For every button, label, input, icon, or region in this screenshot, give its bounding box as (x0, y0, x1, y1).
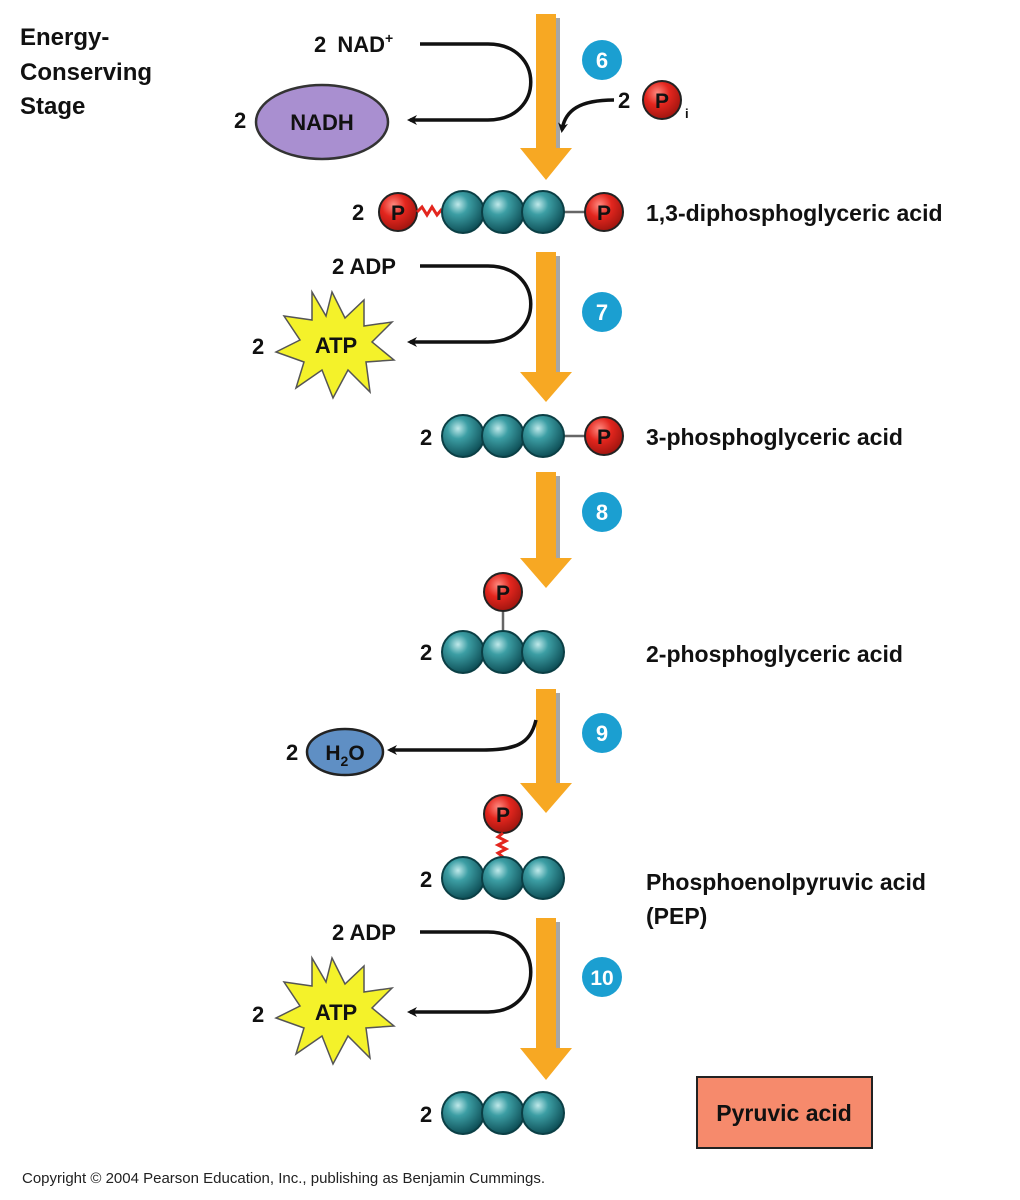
molecule-name: (PEP) (646, 903, 707, 929)
inorganic-phosphate-input: 2 P i (618, 80, 689, 121)
high-energy-bond (494, 831, 510, 859)
step-7-badge: 7 (582, 292, 622, 332)
carbon-ball (481, 1091, 525, 1135)
carbon-ball (521, 190, 565, 234)
nad-reduction-arrow (407, 42, 533, 125)
stage-title-line: Conserving (20, 59, 152, 86)
step-9-badge: 9 (582, 713, 622, 753)
water-ellipse (305, 727, 385, 777)
main-arrow-step-6 (520, 14, 572, 180)
step-8-badge: 8 (582, 492, 622, 532)
main-arrow-step-8 (520, 472, 572, 588)
water-coefficient: 2 (286, 740, 298, 765)
molecule-pyruvic-acid: 2 Pyruvic acid (420, 1076, 873, 1149)
main-arrow-step-10 (520, 918, 572, 1080)
atp-coefficient: 2 (252, 1002, 264, 1027)
phosphate-input-arrow (558, 98, 615, 133)
molecule-2-phosphoglyceric-acid: 2 P 2-phosphoglyceric acid (420, 572, 903, 674)
copyright-notice: Copyright © 2004 Pearson Education, Inc.… (22, 1170, 545, 1187)
phosphate-symbol: P (597, 426, 611, 449)
main-arrow-step-9 (520, 689, 572, 813)
atp-synthesis-arrow (407, 930, 533, 1017)
carbon-ball (441, 414, 485, 458)
nadh-output: 2 NADH (234, 83, 390, 161)
main-arrow-step-7 (520, 252, 572, 402)
carbon-ball (481, 630, 525, 674)
carbon-ball (441, 1091, 485, 1135)
pi-coefficient: 2 (618, 88, 630, 113)
molecule-3-phosphoglyceric-acid: 2 P 3-phosphoglyceric acid (420, 414, 903, 458)
high-energy-bond (415, 204, 444, 218)
carbon-ball (521, 1091, 565, 1135)
nadh-label: NADH (290, 110, 354, 135)
molecule-name: 2-phosphoglyceric acid (646, 641, 903, 667)
step-10-badge: 10 (582, 957, 622, 997)
carbon-ball (521, 630, 565, 674)
molecule-name: 1,3-diphosphoglyceric acid (646, 200, 943, 226)
atp-starburst (274, 289, 396, 400)
step-number: 9 (596, 721, 608, 746)
molecule-coefficient: 2 (420, 867, 432, 892)
phosphate-circle (584, 416, 624, 456)
step-6-badge: 6 (582, 40, 622, 80)
phosphate-circle (584, 192, 624, 232)
carbon-ball (481, 190, 525, 234)
water-h: H (325, 742, 340, 765)
atp-coefficient: 2 (252, 334, 264, 359)
stage-title-line: Energy- (20, 24, 109, 51)
atp-label: ATP (315, 1000, 357, 1025)
atp-synthesis-arrow (407, 264, 533, 347)
nadh-coefficient: 2 (234, 108, 246, 133)
atp-output: 2 ATP (252, 289, 396, 400)
adp-input-label: 2 ADP (332, 254, 396, 279)
phosphate-symbol: P (597, 202, 611, 225)
water-o: O (348, 742, 364, 765)
carbon-ball (441, 630, 485, 674)
atp-label: ATP (315, 333, 357, 358)
phosphate-circle (483, 572, 523, 612)
carbon-ball (441, 190, 485, 234)
molecule-1-3-diphosphoglyceric-acid: 2 P P 1,3-diphosphoglyceric acid (352, 190, 943, 234)
phosphate-circle (642, 80, 682, 120)
svg-text:H2O: H2O (325, 742, 364, 769)
pyruvic-acid-box (696, 1076, 873, 1149)
atp-starburst (274, 955, 396, 1066)
nad-superscript: + (385, 30, 393, 46)
pi-subscript: i (685, 106, 689, 121)
carbon-ball (481, 856, 525, 900)
step-number: 8 (596, 500, 608, 525)
water-release-arrow (387, 719, 538, 755)
phosphate-symbol: P (496, 582, 510, 605)
step-number: 10 (590, 967, 613, 990)
molecule-coefficient: 2 (420, 640, 432, 665)
molecule-name: 3-phosphoglyceric acid (646, 424, 903, 450)
carbon-ball (481, 414, 525, 458)
molecule-coefficient: 2 (420, 425, 432, 450)
step-number: 6 (596, 48, 608, 73)
phosphate-symbol: P (655, 90, 669, 113)
molecule-name: Phosphoenolpyruvic acid (646, 869, 926, 895)
step-number: 7 (596, 300, 608, 325)
nad-label: NAD (337, 32, 385, 57)
molecule-coefficient: 2 (420, 1102, 432, 1127)
molecule-phosphoenolpyruvic-acid: 2 P Phosphoenolpyruvic acid (PEP) (420, 794, 926, 929)
stage-title: Energy- Conserving Stage (20, 24, 152, 120)
phosphate-symbol: P (496, 804, 510, 827)
adp-input-label: 2 ADP (332, 920, 396, 945)
carbon-ball (521, 856, 565, 900)
water-subscript: 2 (341, 753, 349, 769)
water-output: 2 H2O (286, 727, 385, 777)
nadh-ellipse (254, 83, 390, 161)
nad-coefficient: 2 (314, 32, 326, 57)
atp-output: 2 ATP (252, 955, 396, 1066)
phosphate-symbol: P (391, 202, 405, 225)
nad-input: 2 NAD+ (314, 30, 393, 57)
svg-text:2 NAD+: 2 NAD+ (314, 30, 393, 57)
carbon-ball (441, 856, 485, 900)
molecule-name: Pyruvic acid (716, 1100, 852, 1126)
molecule-coefficient: 2 (352, 200, 364, 225)
stage-title-line: Stage (20, 93, 85, 120)
carbon-ball (521, 414, 565, 458)
